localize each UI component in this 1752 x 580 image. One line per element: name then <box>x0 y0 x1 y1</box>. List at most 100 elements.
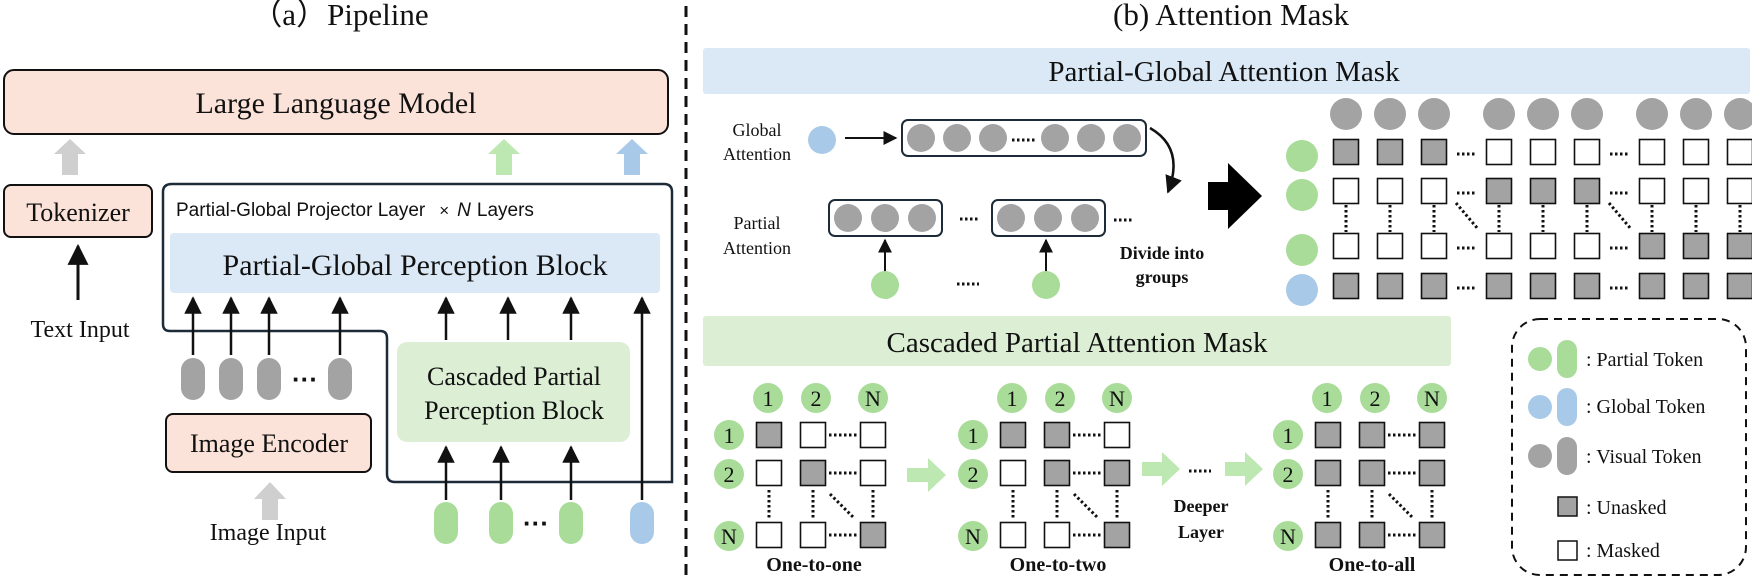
llm-label: Large Language Model <box>195 87 476 120</box>
unmasked-cell <box>1314 459 1342 487</box>
unmasked-cell <box>1358 521 1386 549</box>
visual-token <box>328 358 352 400</box>
unmasked-cell <box>1682 232 1710 260</box>
visual-token <box>257 358 281 400</box>
ellipsis-dots <box>828 492 856 520</box>
visual-token <box>1571 98 1603 130</box>
partial-token <box>1273 459 1303 489</box>
masked-cell <box>755 459 783 487</box>
llm-box <box>3 69 669 135</box>
unmasked-cell <box>1376 272 1404 300</box>
visual-token <box>1724 98 1752 130</box>
legend-masked: : Masked <box>1557 540 1660 562</box>
divide-line1: Divide into <box>1120 243 1205 263</box>
unmasked-cell <box>799 459 827 487</box>
unmasked-cell <box>1420 272 1448 300</box>
partial-token <box>434 502 458 544</box>
stage-label-one-to-two: One-to-two <box>1010 554 1107 576</box>
pg-header <box>703 48 1750 94</box>
partial-token <box>489 502 513 544</box>
masked-cell <box>1103 421 1131 449</box>
unmasked-cell <box>1358 421 1386 449</box>
visual-token <box>181 358 205 400</box>
masked-cell <box>1485 232 1513 260</box>
visual-token <box>1418 98 1450 130</box>
unmasked-cell <box>1043 421 1071 449</box>
legend-visual: : Visual Token <box>1528 437 1702 475</box>
partial-token <box>1032 271 1060 299</box>
masked-cell <box>1529 138 1557 166</box>
partial-token <box>958 459 988 489</box>
unmasked-cell <box>1418 521 1446 549</box>
tokenizer-box <box>3 184 153 238</box>
masked-cell <box>1376 177 1404 205</box>
tokenizer-label: Tokenizer <box>26 198 130 227</box>
unmasked-cell <box>1314 521 1342 549</box>
partial-token <box>1286 140 1318 172</box>
partial-token <box>858 383 888 413</box>
perception-block <box>170 233 660 293</box>
token-label: 2 <box>811 386 822 411</box>
stage-label-one-to-one: One-to-one <box>766 554 862 576</box>
visual-to-perception-arrows <box>184 296 349 355</box>
token-label: 1 <box>1283 423 1294 448</box>
unmasked-cell <box>1638 232 1666 260</box>
unmasked-cell <box>1376 138 1404 166</box>
unmasked-cell <box>1485 272 1513 300</box>
masked-cell <box>1682 177 1710 205</box>
unmasked-cell <box>1573 177 1601 205</box>
svg-text:: Global Token: : Global Token <box>1586 396 1705 418</box>
unmasked-cell <box>1682 272 1710 300</box>
unmasked-cell <box>1573 272 1601 300</box>
visual-token <box>1483 98 1515 130</box>
unmasked-cell <box>1638 272 1666 300</box>
token-label: 2 <box>724 462 735 487</box>
cpa-header <box>703 316 1451 366</box>
global-attention-line2: Attention <box>723 144 791 164</box>
partial-token <box>1102 383 1132 413</box>
masked-cell <box>799 421 827 449</box>
visual-token <box>1527 98 1559 130</box>
unmasked-cell <box>1314 421 1342 449</box>
unmasked-cell <box>1418 459 1446 487</box>
token-label: 2 <box>968 462 979 487</box>
cascaded-to-perception-arrows <box>437 296 651 500</box>
masked-cell <box>755 521 783 549</box>
legend-partial: : Partial Token <box>1528 340 1703 378</box>
visual-token <box>219 358 243 400</box>
unmasked-cell <box>1043 459 1071 487</box>
unmasked-cell <box>1529 272 1557 300</box>
pg-header-label: Partial-Global Attention Mask <box>1048 56 1400 88</box>
token-label: 1 <box>763 386 774 411</box>
partial-token <box>1312 383 1342 413</box>
partial-token <box>714 459 744 489</box>
partial-token <box>559 502 583 544</box>
token-label: N <box>721 524 737 549</box>
token-label: N <box>865 386 881 411</box>
unmasked-cell <box>1332 138 1360 166</box>
legend-box <box>1511 318 1747 576</box>
deeper-line1: Deeper <box>1174 496 1229 516</box>
image-encoder-label: Image Encoder <box>190 429 348 458</box>
legend-unmasked: : Unasked <box>1557 496 1667 519</box>
unmasked-cell <box>1529 177 1557 205</box>
partial-token <box>1045 383 1075 413</box>
masked-cell <box>1682 138 1710 166</box>
image-input-arrow <box>254 482 286 520</box>
masked-cell <box>1638 177 1666 205</box>
token-label: 1 <box>1007 386 1018 411</box>
svg-text:: Unasked: : Unasked <box>1586 497 1667 519</box>
partial-token <box>801 383 831 413</box>
global-token <box>808 126 836 154</box>
partial-token <box>1417 383 1447 413</box>
partial-token <box>1360 383 1390 413</box>
svg-text:: Visual Token: : Visual Token <box>1586 446 1702 468</box>
bottom-token-row: ··· <box>434 502 654 544</box>
ellipsis-dots <box>1454 202 1480 230</box>
masked-cell <box>859 421 887 449</box>
blue-up-arrow <box>616 139 648 175</box>
partial-attention-line1: Partial <box>734 213 781 233</box>
token-label: 1 <box>724 423 735 448</box>
partial-attention-line2: Attention <box>723 238 791 258</box>
